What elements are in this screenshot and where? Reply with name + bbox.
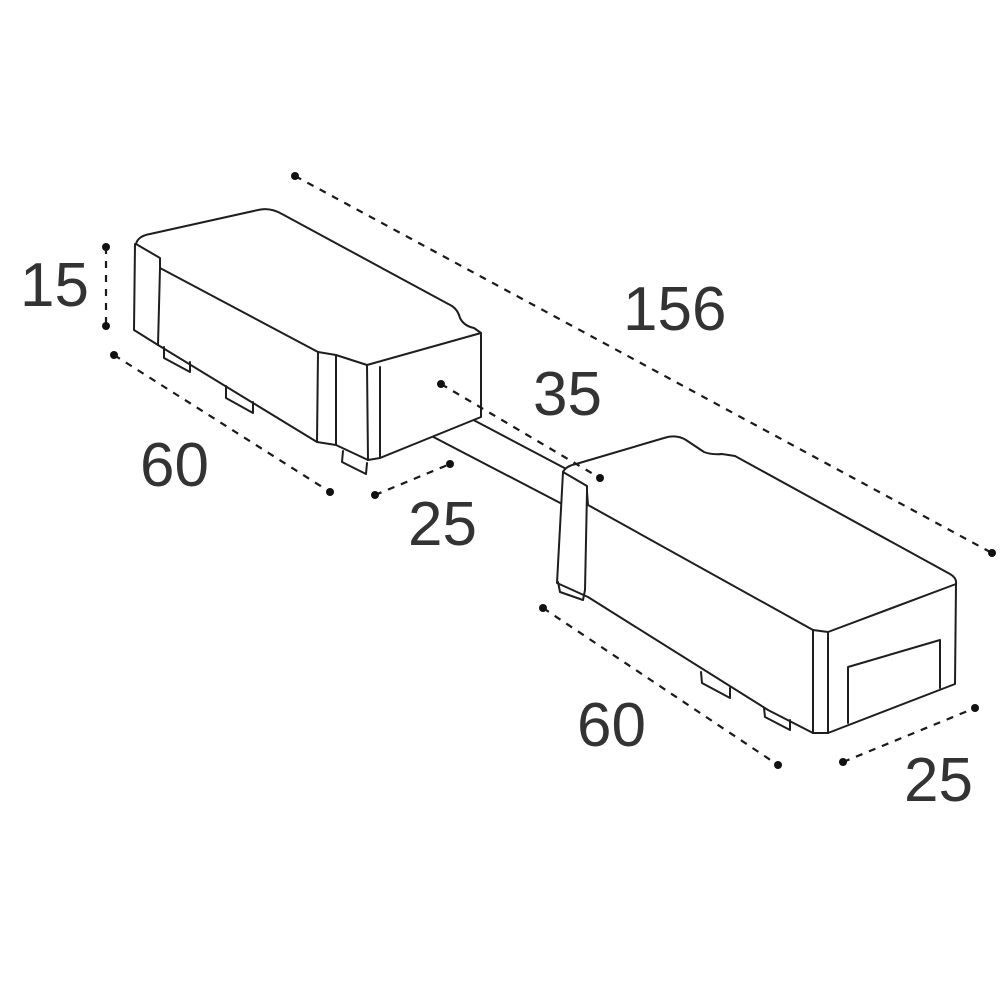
label-left-width: 25	[408, 490, 477, 559]
right-tab-3	[763, 707, 791, 731]
left-tab-3	[341, 450, 368, 475]
label-right-width: 25	[904, 746, 973, 815]
dim-right-length-line	[539, 604, 782, 769]
right-tab-2	[700, 671, 731, 699]
right-connector-box	[556, 435, 958, 734]
label-right-length: 60	[577, 691, 646, 760]
dim-height-line	[102, 243, 110, 330]
left-tab-1	[163, 346, 191, 373]
label-height: 15	[20, 251, 89, 320]
dim-right-width-line	[839, 704, 979, 766]
left-tab-2	[225, 385, 254, 414]
right-tab-1	[557, 581, 586, 601]
left-connector-box	[133, 208, 482, 475]
dim-rod-line	[437, 380, 604, 482]
dim-left-length-line	[110, 351, 334, 496]
dim-total-line	[291, 172, 996, 557]
dim-left-width-line	[371, 460, 454, 499]
label-rod-length: 35	[533, 360, 602, 429]
label-left-length: 60	[140, 431, 209, 500]
label-total-length: 156	[623, 275, 726, 344]
